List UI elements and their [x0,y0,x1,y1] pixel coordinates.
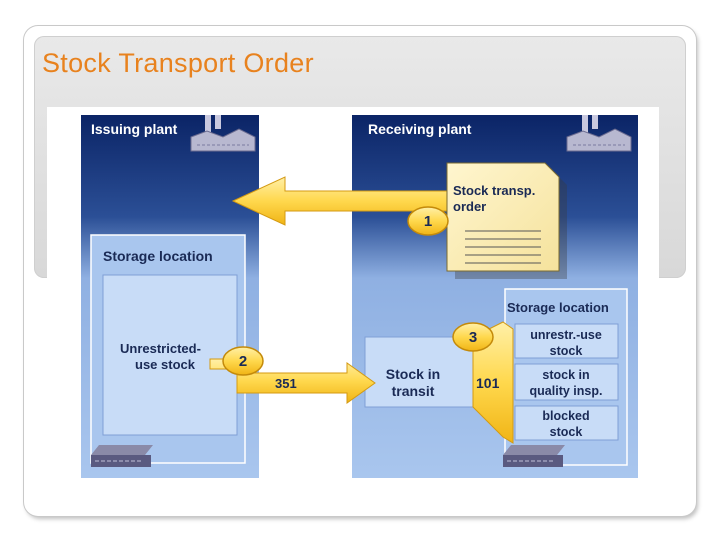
step-1-badge: 1 [407,206,449,236]
issuing-storage-location-label: Storage location [103,248,213,264]
stock-type-box-3 [514,405,619,441]
diagram-area: Issuing plant Storage location Unrestric… [47,107,659,503]
step-2-badge: 2 [222,346,264,376]
svg-text:2: 2 [239,353,247,370]
movement-type-101: 101 [476,375,500,391]
factory-icon [190,115,256,152]
unrestricted-stock-label-1: Unrestricted- [120,341,201,356]
goods-receipt-funnel [472,321,514,444]
unrestricted-stock-label-2: use stock [135,357,196,372]
stock-type-3-line2: stock [550,425,583,439]
stock-type-3-line1: blocked [542,409,589,423]
movement-type-351: 351 [275,376,297,391]
factory-icon [566,115,632,152]
stock-in-transit-box [364,336,474,408]
stock-transport-order-document: Stock transp. order [446,162,567,279]
receiving-plant-title: Receiving plant [368,121,472,137]
server-icon [503,445,565,467]
step-3-badge: 3 [452,322,494,352]
stock-type-1-line2: stock [550,344,583,358]
stock-type-1-line1: unrestr.-use [530,328,602,342]
stock-type-2-line1: stock in [542,368,589,382]
order-doc-line1: Stock transp. [453,183,535,198]
stock-transport-diagram: Issuing plant Storage location Unrestric… [81,115,638,478]
slide-title: Stock Transport Order [42,48,314,78]
stock-type-box-2 [514,363,619,401]
unrestricted-stock-box [102,274,238,436]
stock-type-2-line2: quality insp. [530,384,603,398]
stock-in-transit-line1: Stock in [386,366,440,382]
svg-text:1: 1 [424,213,432,230]
stock-type-box-1 [514,323,619,359]
order-doc-line2: order [453,199,486,214]
stock-in-transit-line2: transit [392,383,435,399]
svg-text:3: 3 [469,329,477,346]
receiving-storage-location-label: Storage location [507,300,609,315]
issuing-plant-panel: Issuing plant Storage location Unrestric… [81,115,259,478]
issuing-plant-title: Issuing plant [91,121,178,137]
server-icon [91,445,153,467]
